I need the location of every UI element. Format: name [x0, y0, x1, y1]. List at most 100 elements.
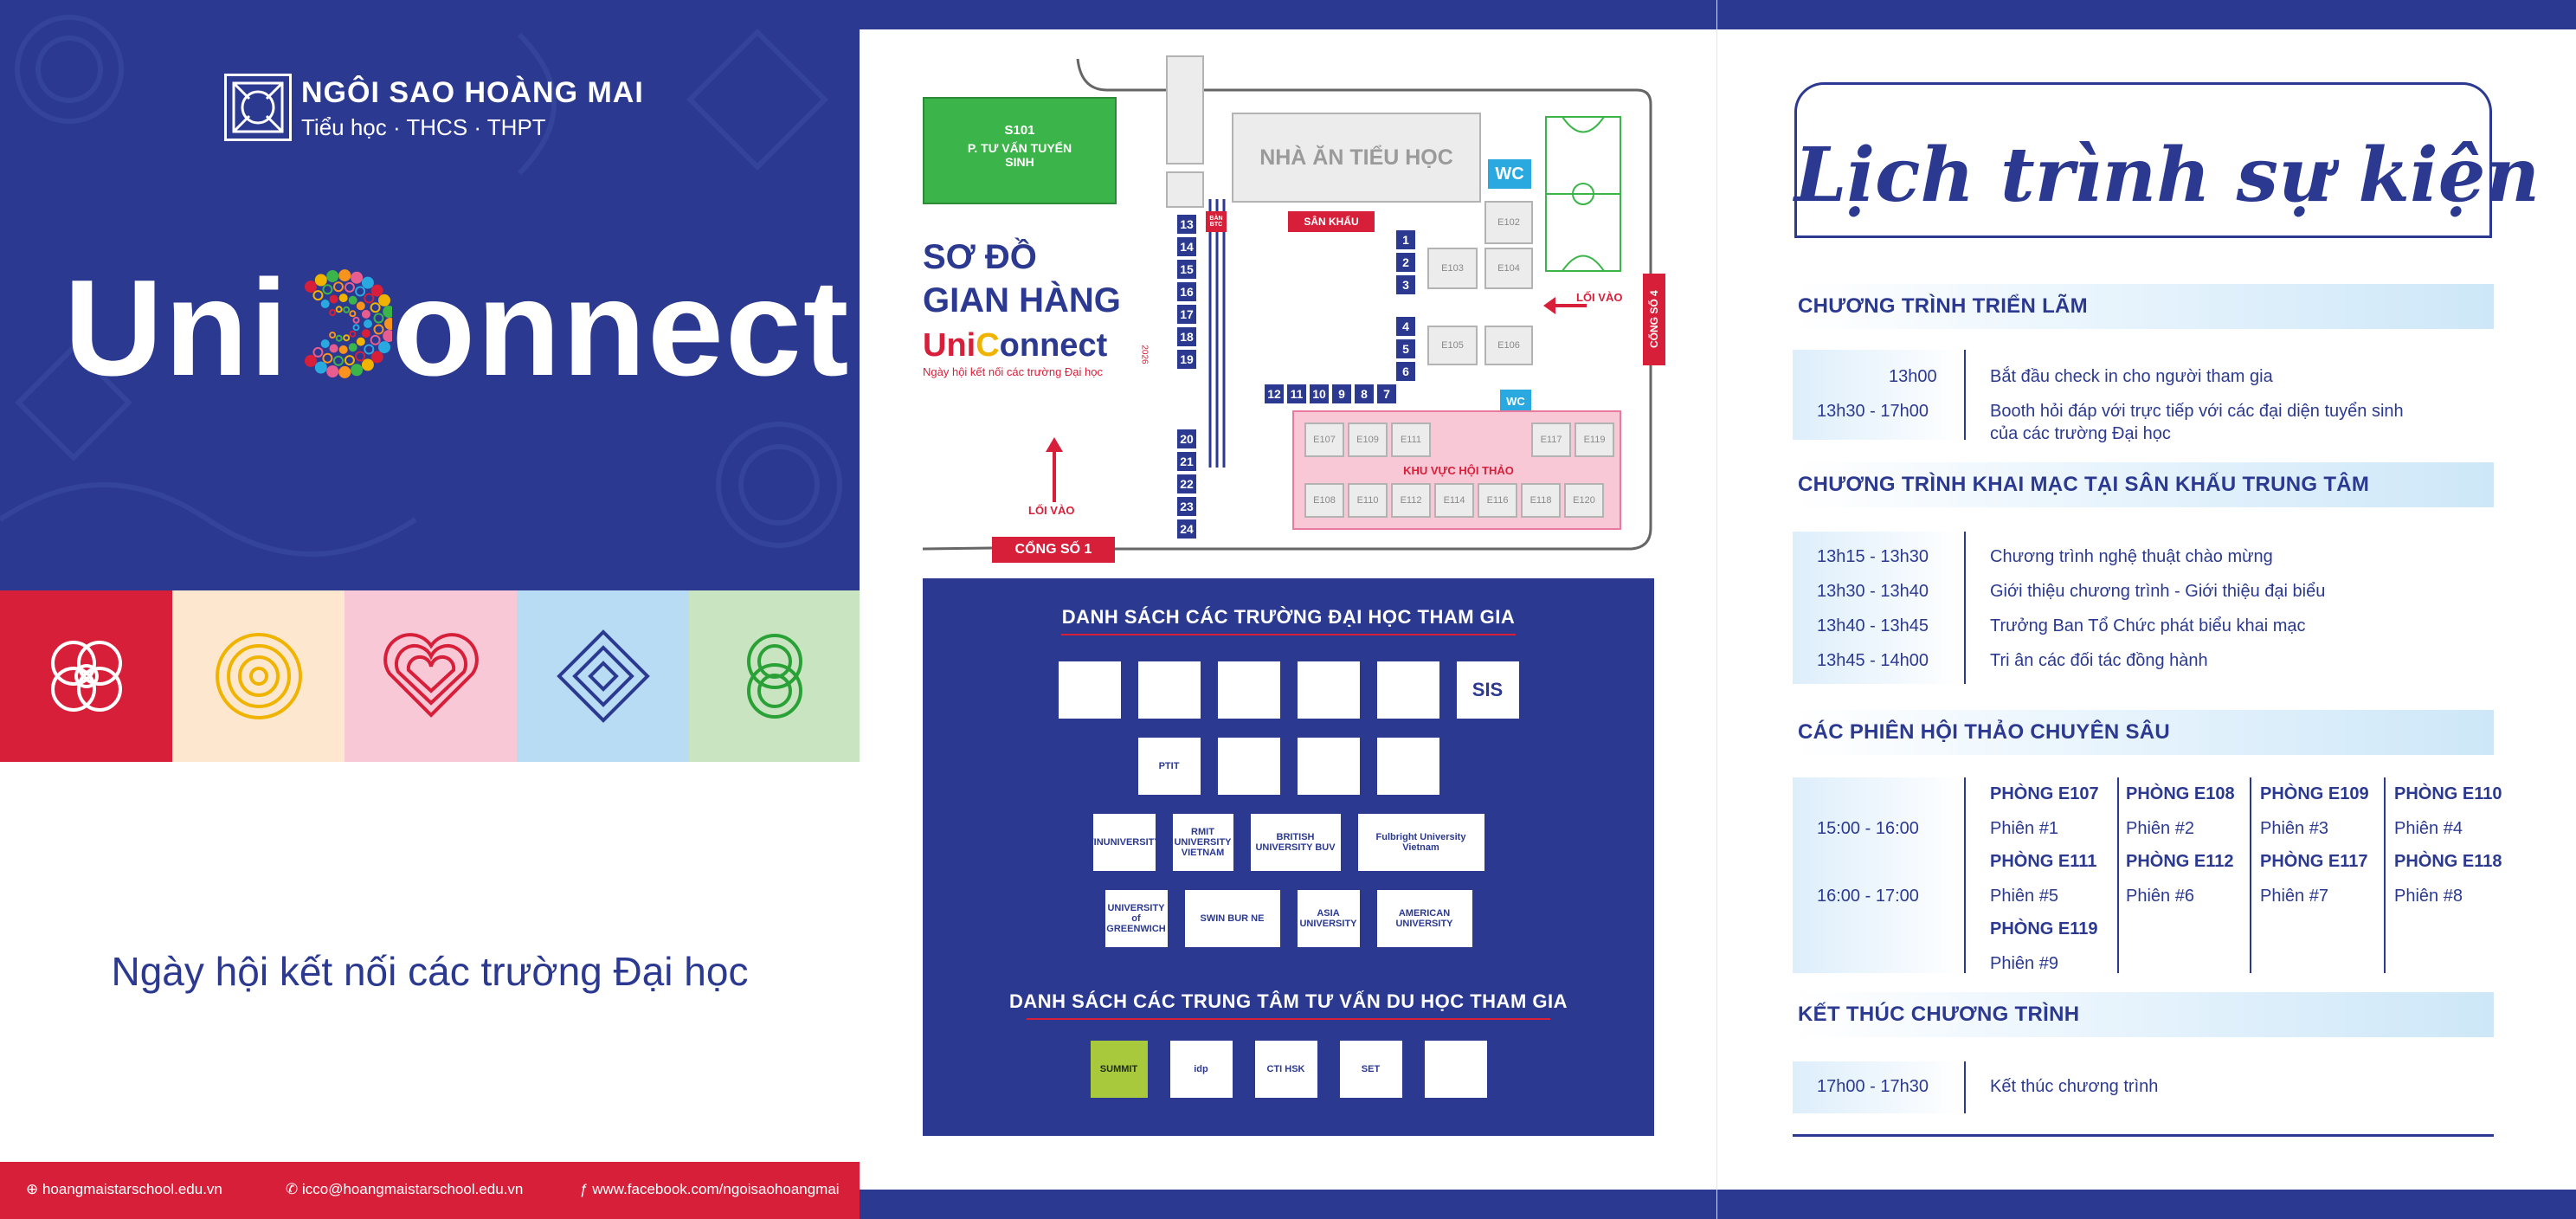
partner-logo-centers-1: SUMMIT: [1090, 1041, 1148, 1098]
website-link[interactable]: ⊕ hoangmaistarschool.edu.vn: [26, 1181, 222, 1198]
exhibition-event-2-cont: của các trường Đại học: [1990, 424, 2171, 443]
logo-dot: [348, 343, 357, 352]
logo-dot: [356, 301, 365, 311]
map-building-strip: [1166, 55, 1204, 164]
logo-dot: [314, 361, 327, 374]
universities-heading: DANH SÁCH CÁC TRƯỜNG ĐẠI HỌC THAM GIA: [1061, 606, 1516, 628]
partners-box: DANH SÁCH CÁC TRƯỜNG ĐẠI HỌC THAM GIA SI…: [923, 578, 1654, 1136]
logo-dot: [304, 281, 317, 293]
logo-dot: [370, 351, 383, 364]
seminar-room-e110: PHÒNG E110: [2394, 784, 2502, 803]
partner-logo-row3-1: VINUNIVERSITY: [1092, 814, 1156, 871]
booth-22: 22: [1177, 474, 1196, 493]
wc-bottom: WC: [1500, 390, 1531, 412]
entry-right-label: LỐI VÀO: [1576, 291, 1623, 304]
university-logos-row1: SIS: [923, 661, 1654, 719]
seminar-room-e112: PHÒNG E112: [2126, 852, 2234, 871]
logo-dot: [321, 352, 332, 364]
closing-time-1: 17h00 - 17h30: [1817, 1077, 1929, 1096]
s101-code: S101: [1004, 123, 1035, 138]
logo-dot: [338, 269, 351, 282]
seminar-room-e119: PHÒNG E119: [1990, 919, 2098, 938]
exhibition-event-2: Booth hỏi đáp với trực tiếp với các đại …: [1990, 402, 2404, 421]
website-text: hoangmaistarschool.edu.vn: [42, 1181, 222, 1197]
room-e102: E102: [1484, 201, 1533, 244]
booth-2: 2: [1396, 253, 1415, 272]
room-e103: E103: [1427, 248, 1478, 289]
gate-4-label: CỔNG SỐ 4: [1643, 274, 1665, 365]
concentric-circles-icon: [215, 633, 302, 719]
partner-logo-row1-5: [1376, 661, 1439, 719]
section-opening-heading: CHƯƠNG TRÌNH KHAI MẠC TẠI SÂN KHẤU TRUNG…: [1793, 462, 2494, 507]
logo-dot: [348, 330, 356, 338]
wc-top: WC: [1488, 159, 1531, 189]
cover-hero: NGÔI SAO HOÀNG MAI Tiểu học · THCS · THP…: [0, 0, 860, 590]
email-link[interactable]: ✆ icco@hoangmaistarschool.edu.vn: [286, 1181, 523, 1198]
closing-rule: [1793, 1134, 2494, 1137]
logo-dot: [383, 318, 396, 330]
logo-dot: [320, 339, 330, 348]
tile-circles: [172, 590, 345, 762]
logo-dot: [363, 293, 374, 304]
email-text: icco@hoangmaistarschool.edu.vn: [301, 1181, 524, 1197]
room-e107: E107: [1304, 422, 1344, 457]
seminar-room-e117: PHÒNG E117: [2260, 852, 2368, 871]
canteen-room: NHÀ ĂN TIỂU HỌC: [1232, 113, 1481, 203]
logo-dot: [352, 316, 360, 324]
section-closing-heading: KẾT THÚC CHƯƠNG TRÌNH: [1793, 992, 2494, 1037]
partner-logo-centers-3: CTI HSK: [1254, 1041, 1317, 1098]
logo-dot: [332, 281, 344, 293]
universities-heading-rule: [1061, 634, 1516, 635]
booth-21: 21: [1177, 452, 1196, 471]
partner-logo-row4-4: AMERICAN UNIVERSITY: [1376, 890, 1472, 947]
facebook-link[interactable]: ƒ www.facebook.com/ngoisaohoangmai: [580, 1181, 840, 1198]
top-bar: [1717, 0, 2576, 29]
booth-15: 15: [1177, 260, 1196, 279]
seminars-divider-2: [2117, 777, 2119, 973]
heart-icon: [383, 633, 479, 718]
room-e116: E116: [1478, 483, 1517, 518]
logo-dot: [361, 329, 370, 339]
school-levels: Tiểu học · THCS · THPT: [301, 114, 546, 140]
booth-4: 4: [1396, 317, 1415, 336]
schedule-title: Lịch trình sự kiện: [1794, 132, 2541, 219]
booth-16: 16: [1177, 282, 1196, 301]
knot-icon: [746, 634, 802, 719]
room-e108: E108: [1304, 483, 1344, 518]
map-title-line1: SƠ ĐỒ: [923, 238, 1037, 276]
seminar-session-3: Phiên #3: [2260, 819, 2328, 838]
closing-event-1: Kết thúc chương trình: [1990, 1077, 2159, 1096]
seminars-divider-3: [2250, 777, 2251, 973]
map-title: SƠ ĐỒ GIAN HÀNG: [923, 235, 1121, 322]
map-logo-dot-c: C: [976, 327, 1000, 364]
booth-3: 3: [1396, 275, 1415, 294]
booth-23: 23: [1177, 497, 1196, 516]
seminar-session-2: Phiên #2: [2126, 819, 2194, 838]
seminars-divider-4: [2384, 777, 2386, 973]
logo-dot: [329, 344, 338, 353]
opening-event-2: Giới thiệu chương trình - Giới thiệu đại…: [1990, 582, 2326, 601]
phone-icon: ✆: [286, 1181, 302, 1197]
booth-7: 7: [1377, 384, 1396, 403]
logo-dot: [328, 332, 336, 339]
facebook-icon: ƒ: [580, 1181, 593, 1197]
closing-time-column: [1793, 1061, 1962, 1113]
logo-dot: [382, 306, 395, 318]
partner-logo-row2-1: PTIT: [1137, 738, 1201, 795]
schedule-panel: Lịch trình sự kiện CHƯƠNG TRÌNH TRIỂN LÃ…: [1717, 0, 2576, 1219]
seminars-time-column: [1793, 777, 1962, 973]
seminar-time-2: 16:00 - 17:00: [1817, 887, 1919, 906]
gate-1-label: CỔNG SỐ 1: [992, 537, 1115, 563]
logo-dot: [350, 364, 363, 377]
exhibition-time-column: [1793, 350, 1962, 440]
room-e111: E111: [1391, 422, 1431, 457]
exhibition-divider: [1964, 350, 1966, 440]
logo-dot: [335, 306, 343, 313]
logo-dot: [361, 358, 374, 371]
logo-dot: [312, 290, 323, 301]
